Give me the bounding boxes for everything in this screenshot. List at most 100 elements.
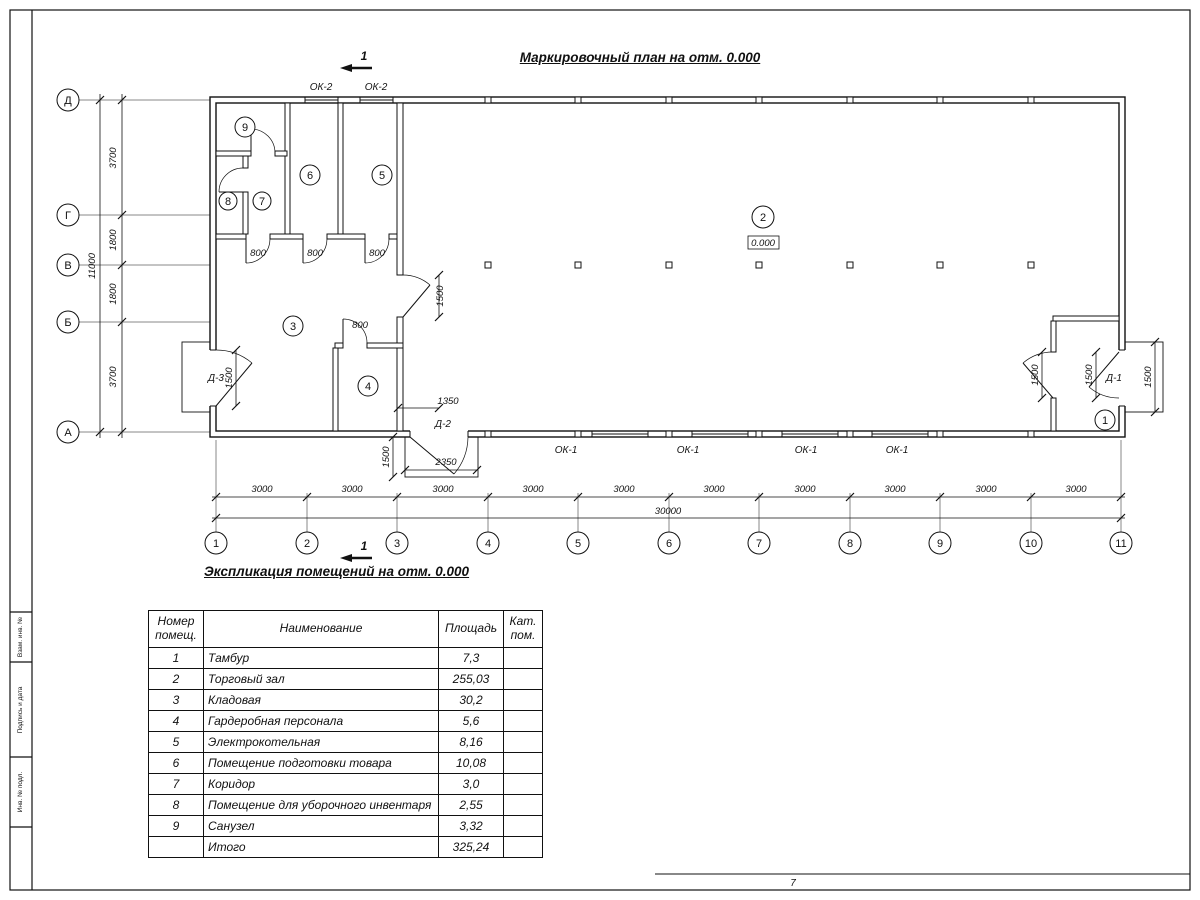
table-row: 7 Коридор 3,0 xyxy=(148,773,543,795)
header-room-cat: Кат. пом. xyxy=(503,610,543,648)
axis-label: 5 xyxy=(575,538,581,550)
window-mark: ОК-1 xyxy=(555,445,578,456)
cell-total-area: 325,24 xyxy=(438,836,504,858)
dim-label: 1350 xyxy=(437,396,459,407)
cell-num: 9 xyxy=(148,815,204,837)
dimension-lines xyxy=(99,94,1156,519)
table-row: 8 Помещение для уборочного инвентаря 2,5… xyxy=(148,794,543,816)
door-swings xyxy=(215,128,1120,475)
room-number: 4 xyxy=(365,381,371,393)
table-header-row: Номер помещ. Наименование Площадь Кат. п… xyxy=(148,610,543,648)
opening-marks: ОК-2 ОК-2 ОК-1 ОК-1 ОК-1 ОК-1 Д-3 Д-2 Д-… xyxy=(207,82,1122,456)
dim-label: 1500 xyxy=(435,285,446,307)
dim-label: 3000 xyxy=(1065,484,1087,495)
stamp-label: Инв. № подл. xyxy=(17,772,24,813)
dim-label: 3000 xyxy=(613,484,635,495)
cell-name: Торговый зал xyxy=(203,668,439,690)
dim-label: 3700 xyxy=(108,147,119,169)
section-mark-bottom: 1 xyxy=(340,539,372,562)
cell-num: 5 xyxy=(148,731,204,753)
room-number-bubbles: 1 2 3 4 5 6 7 8 9 xyxy=(218,116,1116,431)
axis-label: 3 xyxy=(394,538,400,550)
axis-label: 4 xyxy=(485,538,491,550)
cell-area: 3,32 xyxy=(438,815,504,837)
cell-cat xyxy=(503,773,543,795)
cell-area: 5,6 xyxy=(438,710,504,732)
axis-leader-lines xyxy=(79,99,1122,532)
room-number: 8 xyxy=(225,196,231,208)
axis-label: 9 xyxy=(937,538,943,550)
header-room-name: Наименование xyxy=(203,610,439,648)
cell-num: 1 xyxy=(148,647,204,669)
dim-label: 800 xyxy=(307,248,324,259)
cell-name: Кладовая xyxy=(203,689,439,711)
cell-name: Коридор xyxy=(203,773,439,795)
wall-openings xyxy=(206,349,1129,441)
room-number: 5 xyxy=(379,170,385,182)
sheet-page-number: 7 xyxy=(790,878,796,889)
table-row: 2 Торговый зал 255,03 xyxy=(148,668,543,690)
dim-label: 3000 xyxy=(341,484,363,495)
axis-label: 1 xyxy=(213,538,219,550)
window-mark: ОК-1 xyxy=(795,445,818,456)
axis-label: Г xyxy=(65,210,71,222)
stamp-label: Взам. инв. № xyxy=(17,617,24,657)
section-mark-top: 1 xyxy=(340,49,372,72)
room-number: 1 xyxy=(1102,415,1108,427)
dim-label: 800 xyxy=(250,248,267,259)
dim-label: 1800 xyxy=(108,229,119,251)
dim-label: 1500 xyxy=(1143,366,1154,388)
cell-name: Гардеробная персонала xyxy=(203,710,439,732)
row-axis-bubbles: Д Г В Б А xyxy=(56,88,80,444)
axis-label: Б xyxy=(64,317,71,329)
door-mark: Д-3 xyxy=(207,373,224,384)
dim-label: 3000 xyxy=(522,484,544,495)
cell-area: 10,08 xyxy=(438,752,504,774)
cell-area: 255,03 xyxy=(438,668,504,690)
room-schedule-table: Номер помещ. Наименование Площадь Кат. п… xyxy=(148,610,543,858)
dim-label: 3700 xyxy=(108,366,119,388)
dim-label-total: 30000 xyxy=(655,506,682,517)
table-row: 1 Тамбур 7,3 xyxy=(148,647,543,669)
window-mark: ОК-1 xyxy=(677,445,700,456)
table-row: 3 Кладовая 30,2 xyxy=(148,689,543,711)
dim-label: 3000 xyxy=(884,484,906,495)
cell-num xyxy=(148,836,204,858)
axis-label: 10 xyxy=(1025,538,1037,550)
cell-num: 3 xyxy=(148,689,204,711)
dim-label: 3000 xyxy=(794,484,816,495)
cell-cat xyxy=(503,794,543,816)
sheet-frame xyxy=(9,9,1191,891)
dim-label: 800 xyxy=(369,248,386,259)
room-number: 6 xyxy=(307,170,313,182)
table-row: 5 Электрокотельная 8,16 xyxy=(148,731,543,753)
axis-label: 2 xyxy=(304,538,310,550)
axis-label: В xyxy=(64,260,71,272)
cell-cat xyxy=(503,710,543,732)
axis-label: Д xyxy=(64,95,72,107)
cell-cat xyxy=(503,752,543,774)
cell-num: 8 xyxy=(148,794,204,816)
dim-label: 800 xyxy=(352,320,369,331)
dim-label: 3000 xyxy=(251,484,273,495)
cell-area: 8,16 xyxy=(438,731,504,753)
interior-partitions xyxy=(215,102,1120,432)
cell-name: Помещение для уборочного инвентаря xyxy=(203,794,439,816)
table-row: 9 Санузел 3,32 xyxy=(148,815,543,837)
table-total-row: Итого 325,24 xyxy=(148,836,543,858)
elevation-value: 0.000 xyxy=(751,238,775,249)
axis-label: 11 xyxy=(1115,538,1126,550)
cell-cat xyxy=(503,731,543,753)
window-mark: ОК-2 xyxy=(365,82,388,93)
axis-label: 7 xyxy=(756,538,762,550)
dim-label: 1800 xyxy=(108,283,119,305)
cell-num: 7 xyxy=(148,773,204,795)
cell-cat xyxy=(503,815,543,837)
room-number: 7 xyxy=(259,196,265,208)
cell-area: 30,2 xyxy=(438,689,504,711)
door-mark: Д-2 xyxy=(434,419,451,430)
cell-num: 4 xyxy=(148,710,204,732)
dim-label: 3000 xyxy=(975,484,997,495)
dim-label: 2350 xyxy=(434,457,457,468)
